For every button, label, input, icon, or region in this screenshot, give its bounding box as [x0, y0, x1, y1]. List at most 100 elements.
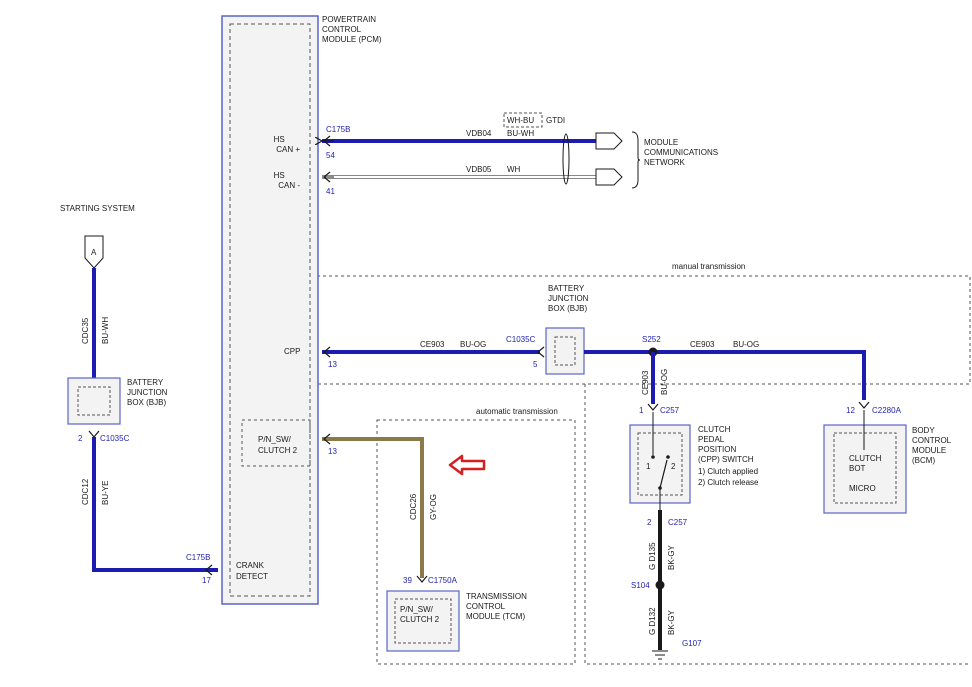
- bjb-left-inner: [77, 386, 111, 416]
- pin-54: 54: [326, 151, 335, 160]
- gd132-label: G D132: [648, 607, 657, 635]
- bcm-inner: [833, 432, 897, 504]
- pcm-box: [221, 15, 319, 605]
- bjb-top-label: BATTERY JUNCTION BOX (BJB): [548, 284, 591, 313]
- c175b-bottom-connector: C175B: [186, 553, 210, 562]
- c2280a-arrow: [858, 401, 870, 409]
- s104-label: S104: [631, 581, 650, 590]
- automatic-transmission-region: [376, 419, 576, 665]
- network-connector-plus: [595, 132, 623, 150]
- bcm-label: BODY CONTROL MODULE (BCM): [912, 426, 953, 465]
- cdc12-wire[interactable]: [92, 437, 218, 572]
- pin-1-c257: 1: [639, 406, 644, 415]
- bu-og-right-label: BU-OG: [733, 340, 759, 349]
- pin-17: 17: [202, 576, 211, 585]
- connector-a-symbol[interactable]: [84, 235, 104, 269]
- red-arrow-icon: [448, 454, 486, 476]
- pin-2-c257: 2: [647, 518, 652, 527]
- manual-transmission-region: [256, 275, 971, 385]
- pin-13-cpp: 13: [328, 360, 337, 369]
- switch-pin-2: 2: [671, 462, 676, 471]
- c257-bottom-connector: C257: [668, 518, 688, 527]
- cpp-contact-1: [651, 455, 655, 459]
- bu-wh-top-label: BU-WH: [507, 129, 534, 138]
- ce903-vert-label: CE903: [641, 370, 650, 395]
- s252-label: S252: [642, 335, 661, 344]
- wh-bu-gtdi-box: [503, 112, 543, 128]
- network-connector-minus: [595, 168, 623, 186]
- twisted-pair-symbol: [562, 133, 570, 185]
- tcm-inner: [394, 598, 452, 644]
- ground-symbol: [652, 650, 668, 660]
- pin-12: 12: [846, 406, 855, 415]
- pin-2-bjb: 2: [78, 434, 83, 443]
- cpp-contact-2: [666, 455, 670, 459]
- starting-system-label: STARTING SYSTEM: [60, 204, 135, 213]
- manual-transmission-label: manual transmission: [672, 262, 745, 271]
- pn-sw-pcm-label: P/N_SW/ CLUTCH 2: [258, 435, 298, 455]
- g107-label: G107: [682, 639, 702, 648]
- crank-pin-arrow: [205, 564, 213, 576]
- vdb04-label: VDB04: [466, 129, 492, 138]
- pn-sw-pin-arrow: [323, 433, 331, 445]
- bu-wh-left-label: BU-WH: [101, 317, 110, 344]
- bu-og-vert-label: BU-OG: [660, 369, 669, 395]
- pcm-inner-box: [229, 23, 311, 597]
- bk-gy-2-label: BK-GY: [667, 609, 676, 635]
- c1750a-arrow: [416, 575, 428, 583]
- pin-5: 5: [533, 360, 538, 369]
- automatic-transmission-label: automatic transmission: [476, 407, 558, 416]
- cdc26-label: CDC26: [409, 493, 418, 520]
- pin-41: 41: [326, 187, 335, 196]
- bu-ye-label: BU-YE: [101, 481, 110, 505]
- c257-top-arrow: [647, 403, 659, 411]
- bjb-top-inner: [554, 336, 576, 366]
- bjb-top-box: [545, 327, 585, 375]
- gd135-label: G D135: [648, 542, 657, 570]
- crank-detect-label: CRANK DETECT: [236, 561, 268, 581]
- cpp-switch-label: CLUTCH PEDAL POSITION (CPP) SWITCH 1) Cl…: [698, 425, 760, 487]
- cdc35-label: CDC35: [81, 317, 90, 344]
- tcm-label: TRANSMISSION CONTROL MODULE (TCM): [466, 592, 529, 621]
- manual-region-lower: [584, 384, 970, 665]
- pin-39: 39: [403, 576, 412, 585]
- tcm-box: [386, 590, 460, 652]
- bk-gy-1-label: BK-GY: [667, 544, 676, 570]
- c1035c-top-connector: C1035C: [506, 335, 536, 344]
- gy-og-label: GY-OG: [429, 494, 438, 520]
- cpp-pin-arrow: [323, 346, 331, 358]
- pin-13-pn: 13: [328, 447, 337, 456]
- c175b-top-connector: C175B: [326, 125, 350, 134]
- bu-og-left-label: BU-OG: [460, 340, 486, 349]
- ce903-right-wire[interactable]: [584, 350, 866, 400]
- tcm-inner-label: P/N_SW/ CLUTCH 2: [400, 605, 440, 624]
- pcm-pn-sw-subbox: [241, 419, 311, 467]
- hs-can-plus-label: HS CAN +: [274, 135, 301, 154]
- ce903-left-label: CE903: [420, 340, 445, 349]
- pcm-pin-arrow-plus: [323, 135, 331, 147]
- c1750a-connector: C1750A: [428, 576, 458, 585]
- c2280a-connector: C2280A: [872, 406, 902, 415]
- cdc12-label: CDC12: [81, 478, 90, 505]
- cpp-pin-label: CPP: [284, 347, 300, 356]
- network-brace: [631, 131, 641, 189]
- bjb-left-label: BATTERY JUNCTION BOX (BJB): [127, 378, 170, 407]
- wh-bu-label: WH-BU: [507, 116, 534, 125]
- connector-a-label: A: [91, 248, 97, 257]
- cdc26-wire[interactable]: [322, 437, 424, 578]
- bjb-pin-arrow: [88, 430, 100, 438]
- bjb-left-box: [67, 377, 121, 425]
- hs-can-minus-label: HS CAN -: [274, 171, 301, 190]
- bcm-box: [823, 424, 907, 514]
- bcm-inner-label: CLUTCH BOT MICRO: [849, 454, 884, 493]
- wh-label: WH: [507, 165, 521, 174]
- gtdi-label: GTDI: [546, 116, 565, 125]
- vdb05-label: VDB05: [466, 165, 492, 174]
- ce903-right-label: CE903: [690, 340, 715, 349]
- switch-pin-1: 1: [646, 462, 651, 471]
- c257-top-connector: C257: [660, 406, 680, 415]
- module-comm-label: MODULE COMMUNICATIONS NETWORK: [644, 138, 720, 167]
- pcm-pin-arrow-minus: [323, 171, 331, 183]
- cpp-switch-blade: [659, 459, 668, 489]
